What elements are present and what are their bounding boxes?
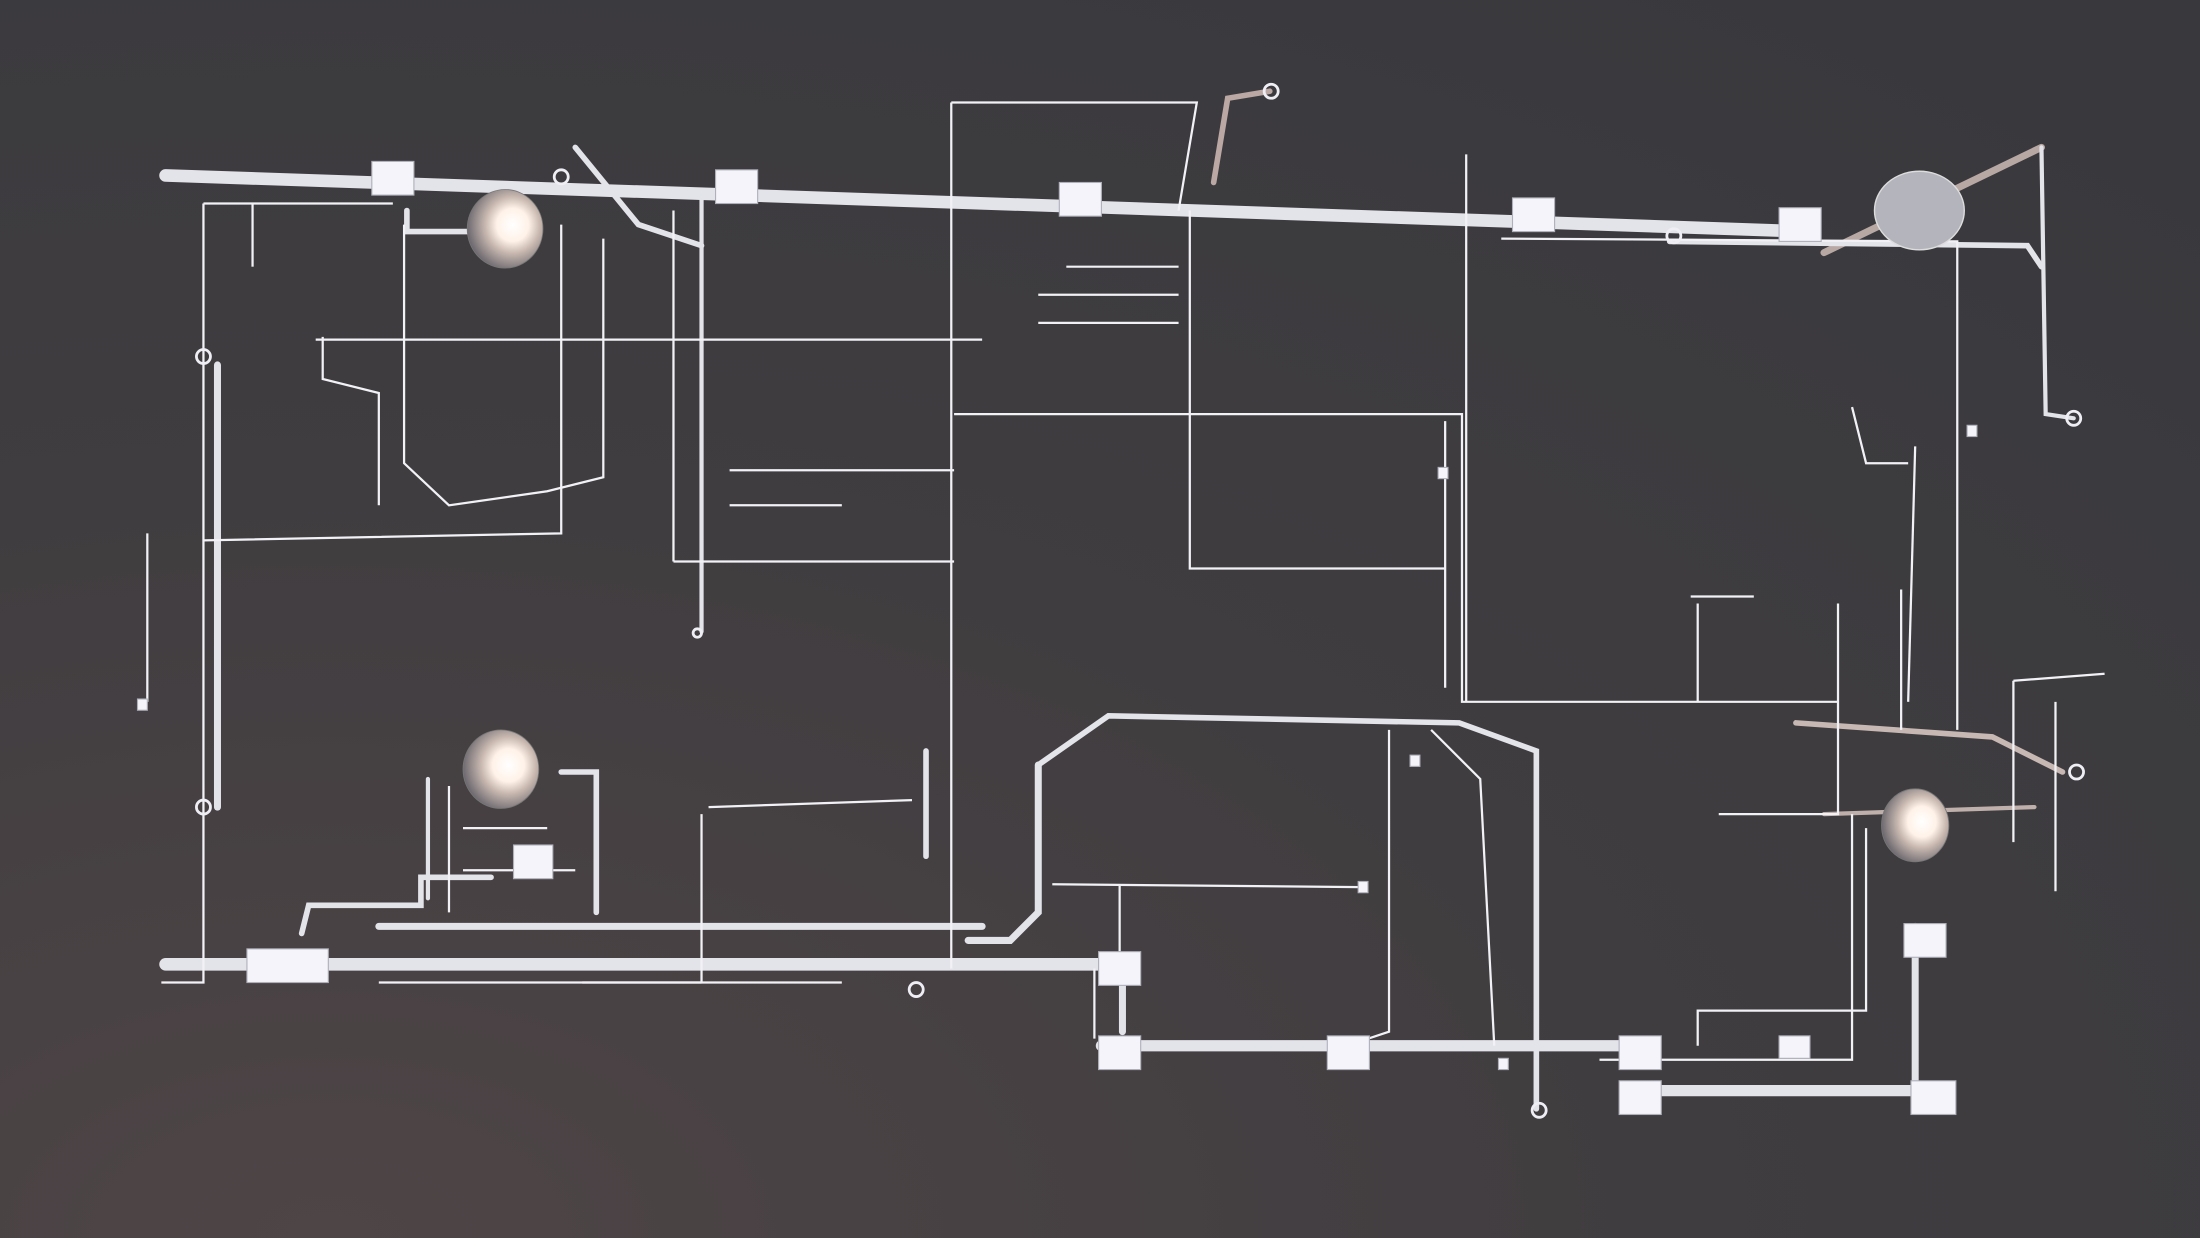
- pipe-elbow-icon: [1665, 227, 1683, 245]
- vessels: [462, 170, 1965, 863]
- pipe-elbow-icon: [2068, 763, 2085, 781]
- valve-box-icon: [512, 844, 554, 880]
- valve-box-icon: [1098, 1035, 1142, 1071]
- vessel-icon: [1873, 170, 1965, 251]
- valve-box-icon: [1326, 1035, 1370, 1071]
- valve-box-icon: [1618, 1035, 1662, 1071]
- valve-box-icon: [1058, 181, 1102, 217]
- vessel-icon: [1881, 788, 1950, 863]
- pipe-elbow-icon: [1262, 82, 1280, 100]
- pipe-fittings: [195, 82, 2085, 1119]
- pipe-elbow-icon: [2065, 409, 2083, 427]
- pipe-elbow-icon: [907, 981, 925, 998]
- valve-box-icon: [1511, 197, 1556, 233]
- main-pipes: [159, 88, 2076, 1113]
- valve-box-icon: [371, 160, 415, 196]
- valve-box-icon: [1778, 207, 1822, 242]
- valve-box-icon: [1618, 1080, 1662, 1116]
- valve-boxes: [136, 160, 1978, 1116]
- valve-box-icon: [1098, 951, 1142, 986]
- pipe-elbow-icon: [691, 627, 703, 639]
- thin-lines: [146, 101, 2105, 1061]
- vessel-icon: [462, 729, 540, 809]
- pipe-elbow-icon: [195, 798, 212, 816]
- valve-box-icon: [1903, 923, 1947, 958]
- valve-box-icon: [246, 948, 329, 984]
- vessel-icon: [466, 189, 544, 269]
- pipe-elbow-icon: [195, 348, 212, 365]
- pipe-elbow-icon: [1530, 1101, 1548, 1119]
- valve-box-icon: [715, 169, 759, 205]
- pipe-elbow-icon: [552, 168, 570, 186]
- valve-box-icon: [1778, 1035, 1811, 1059]
- valve-box-icon: [1910, 1080, 1957, 1116]
